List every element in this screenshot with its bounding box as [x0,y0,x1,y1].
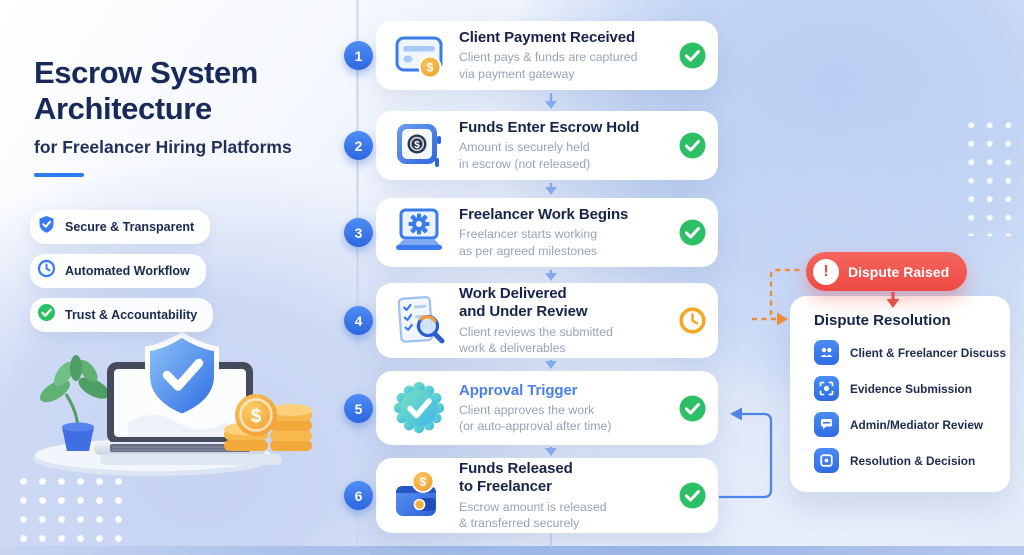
feature-badges: Secure & Transparent Automated Workflow … [30,210,214,342]
wallet-icon: $ [392,469,446,522]
status-complete-icon [679,132,706,159]
dispute-panel-title: Dispute Resolution [814,312,951,329]
dispute-badge-label: Dispute Raised [848,263,950,280]
laptop-shield-coins-illustration: $ [8,328,338,538]
step-title: Funds Enter Escrow Hold [459,119,640,137]
step-title: Freelancer Work Begins [459,206,629,224]
page-title: Escrow System Architecture [34,55,258,126]
checklist-magnifier-icon [392,295,446,347]
status-complete-icon [679,42,706,69]
step-number-6: 6 [344,481,373,510]
step-title: Approval Trigger [459,381,578,399]
plant [39,355,110,451]
approval-badge-icon [392,382,446,434]
step-description: Freelancer starts working as per agreed … [459,227,598,258]
feature-trust: Trust & Accountability [30,298,214,332]
mediator-chat-icon [814,412,839,437]
title-underline [34,173,84,178]
step-number-1: 1 [344,41,373,70]
status-complete-icon [679,395,706,422]
title-block: Escrow System Architecture for Freelance… [34,55,292,178]
step-card-escrow-hold: $ Funds Enter Escrow Hold Amount is secu… [376,111,718,180]
shield-icon [37,215,56,239]
discussion-icon [814,340,839,365]
step-title: Client Payment Received [459,29,636,47]
feature-label: Trust & Accountability [65,308,198,322]
step-description: Client reviews the submitted work & deli… [459,324,613,355]
feature-label: Secure & Transparent [65,220,195,234]
dispute-item-resolution: Resolution & Decision [814,448,1010,473]
step-description: Client approves the work (or auto-approv… [459,402,612,434]
step-number-4: 4 [344,306,373,335]
svg-text:$: $ [427,60,434,74]
step-description: Amount is securely held in escrow (not r… [459,140,591,171]
feature-secure: Secure & Transparent [30,210,211,244]
resolution-icon [814,448,839,473]
dispute-resolution-panel: Dispute Resolution Client & Freelancer D… [790,296,1010,492]
shield-check [145,332,219,419]
step-card-client-payment: $ Client Payment Received Client pays & … [376,21,718,90]
feature-automated: Automated Workflow [30,254,206,288]
dispute-item-label: Admin/Mediator Review [850,417,984,432]
step-number-2: 2 [344,131,373,160]
status-pending-clock-icon [679,307,706,334]
check-icon [37,303,56,327]
step-number-3: 3 [344,218,373,247]
page-subtitle: for Freelancer Hiring Platforms [34,137,292,158]
step-number-5: 5 [344,394,373,423]
status-complete-icon [679,219,706,246]
dispute-raised-badge: ! Dispute Raised [806,252,968,291]
dots-pattern-bottom-left [14,472,128,550]
step-title: Funds Released to Freelancer [459,459,573,496]
dispute-item-label: Client & Freelancer Discuss [850,345,1007,360]
step-title: Work Delivered and Under Review [459,284,588,321]
bottom-accent-bar [0,546,1024,555]
clock-icon [37,259,56,283]
dispute-item-label: Evidence Submission [850,381,972,396]
step-description: Escrow amount is released & transferred … [459,499,607,530]
laptop-gear-icon [392,207,446,259]
dispute-item-discuss: Client & Freelancer Discuss [814,340,1010,365]
step-card-work-begins: Freelancer Work Begins Freelancer starts… [376,198,718,267]
svg-text:$: $ [420,475,427,489]
step-description: Client pays & funds are captured via pay… [459,50,638,81]
dispute-item-evidence: Evidence Submission [814,376,1010,401]
alert-icon: ! [813,258,839,285]
dispute-item-label: Resolution & Decision [850,453,976,468]
evidence-icon [814,376,839,401]
escrow-safe-icon: $ [392,120,446,172]
dots-pattern-top-right [962,116,1022,236]
dispute-item-mediator: Admin/Mediator Review [814,412,1010,437]
step-card-funds-released: $ Funds Released to Freelancer Escrow am… [376,458,718,533]
feature-label: Automated Workflow [65,264,190,278]
status-complete-icon [679,482,706,509]
step-card-approval-trigger: Approval Trigger Client approves the wor… [376,371,718,445]
coin-stacks: $ [224,394,312,451]
step-card-under-review: Work Delivered and Under Review Client r… [376,283,718,358]
credit-card-icon: $ [392,30,446,82]
svg-text:$: $ [251,406,262,427]
svg-text:$: $ [414,140,420,151]
